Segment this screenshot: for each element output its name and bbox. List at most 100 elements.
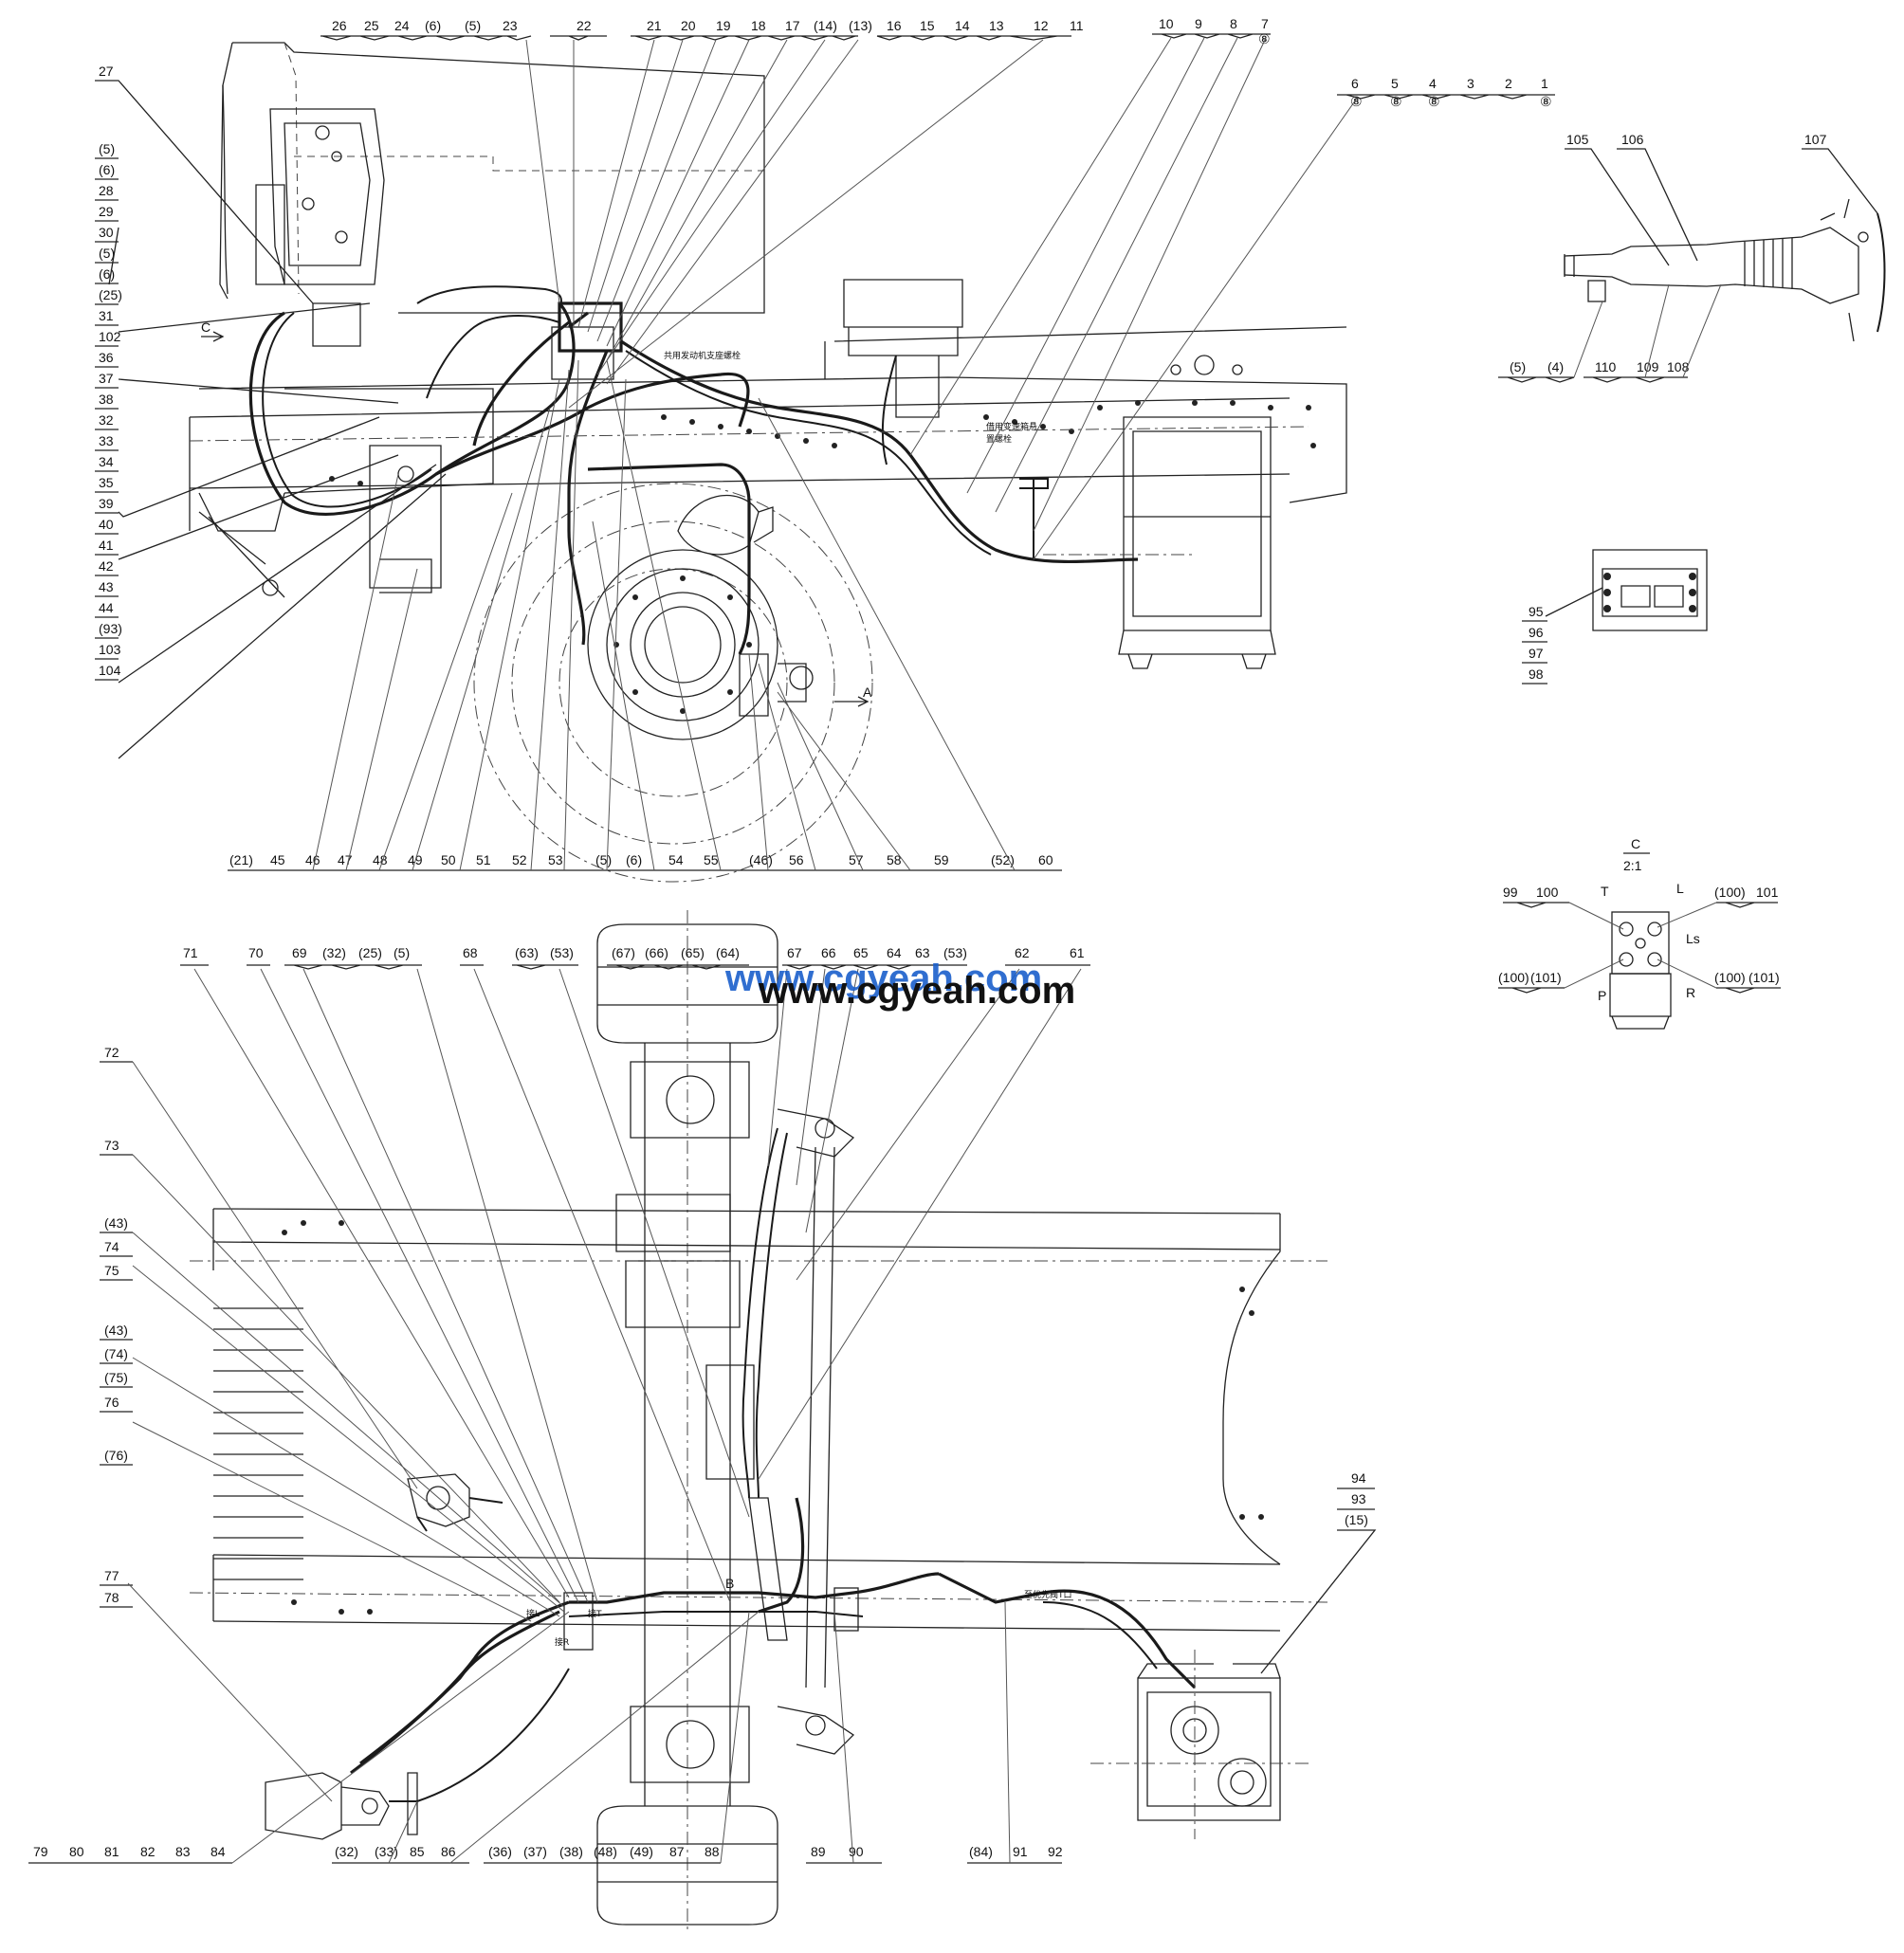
callout-mid-10: (5) — [595, 852, 612, 867]
callout-lower-bottom-6: (32) — [335, 1844, 358, 1859]
callout-2: 2 — [1505, 76, 1512, 91]
note-shared-trans-bolt-2: 置螺栓 — [986, 433, 1012, 445]
callout-lower-bottom-5: 84 — [211, 1844, 226, 1859]
port-ls-label: Ls — [1686, 931, 1700, 946]
callout-p64: (64) — [716, 945, 740, 960]
callout-p63: (63) — [515, 945, 539, 960]
callout-left-17: 35 — [99, 475, 114, 490]
callout-lower-bottom-15: 87 — [669, 1844, 685, 1859]
valve-group: 95 96 97 98 — [1522, 549, 1708, 684]
callout-mid-9: 53 — [548, 852, 563, 867]
callout-4-circ: ⑧ — [1428, 94, 1440, 109]
callout-p101-b: (101) — [1530, 970, 1562, 985]
callout-61: 61 — [1070, 945, 1085, 960]
callout-left-11: 36 — [99, 350, 114, 365]
callout-lower-left-3: 74 — [104, 1239, 119, 1254]
callout-p4-steer: (4) — [1547, 359, 1564, 374]
callout-22: 22 — [577, 18, 592, 33]
callout-18: 18 — [751, 18, 766, 33]
callout-105: 105 — [1566, 132, 1589, 147]
callout-71: 71 — [183, 945, 198, 960]
callout-100: 100 — [1536, 885, 1559, 900]
callout-101: 101 — [1756, 885, 1779, 900]
callout-p15: (15) — [1345, 1512, 1368, 1527]
callout-mid-1: 45 — [270, 852, 285, 867]
callout-p32: (32) — [322, 945, 346, 960]
callout-65: 65 — [853, 945, 869, 960]
callout-lower-bottom-16: 88 — [705, 1844, 720, 1859]
note-port-l: 接L — [526, 1608, 540, 1619]
callout-lower-bottom-21: 92 — [1048, 1844, 1063, 1859]
callout-valve-2: 97 — [1529, 646, 1544, 661]
callout-mid-15: 56 — [789, 852, 804, 867]
callout-p67: (67) — [612, 945, 635, 960]
lower-view: 至优先阀T口 接L 接T 接R B — [189, 910, 1328, 1934]
callout-lower-left-1: 73 — [104, 1138, 119, 1153]
callout-p6: (6) — [425, 18, 441, 33]
callout-21: 21 — [647, 18, 662, 33]
callout-mid-20: 60 — [1038, 852, 1053, 867]
top-callouts: 26 25 24 (6) (5) 23 22 21 20 19 18 17 (1… — [320, 16, 1555, 560]
callout-lower-bottom-14: (49) — [630, 1844, 653, 1859]
callout-valve-1: 96 — [1529, 625, 1544, 640]
callout-left-24: (93) — [99, 621, 122, 636]
callout-24: 24 — [394, 18, 410, 33]
callout-p66: (66) — [645, 945, 668, 960]
note-port-r: 接R — [555, 1636, 569, 1648]
callout-lower-left-8: 76 — [104, 1395, 119, 1410]
callout-94: 94 — [1351, 1470, 1366, 1486]
callout-108: 108 — [1667, 359, 1690, 374]
callout-lower-bottom-20: 91 — [1013, 1844, 1028, 1859]
svg-text:C: C — [201, 319, 211, 335]
callout-106: 106 — [1621, 132, 1644, 147]
port-r-label: R — [1686, 985, 1695, 1000]
callout-3: 3 — [1467, 76, 1474, 91]
callout-mid-7: 51 — [476, 852, 491, 867]
callout-mid-8: 52 — [512, 852, 527, 867]
callout-lower-bottom-1: 80 — [69, 1844, 84, 1859]
callout-107: 107 — [1804, 132, 1827, 147]
callout-valve-3: 98 — [1529, 666, 1544, 682]
callout-mid-11: (6) — [626, 852, 642, 867]
watermark-front: www.cgyeah.com — [758, 970, 1075, 1012]
callout-16: 16 — [887, 18, 902, 33]
callout-valve-0: 95 — [1529, 604, 1544, 619]
callout-19: 19 — [716, 18, 731, 33]
detail-c: C 2:1 T L Ls P R 99 100 (100) 101 (100) … — [1498, 836, 1781, 1030]
note-shared-trans-bolt-1: 借用变速箱悬 — [986, 421, 1037, 432]
callout-63: 63 — [915, 945, 930, 960]
callout-15: 15 — [920, 18, 935, 33]
callout-lower-left-9: (76) — [104, 1448, 128, 1463]
callout-12: 12 — [1034, 18, 1049, 33]
callout-lower-bottom-11: (37) — [523, 1844, 547, 1859]
detail-c-title: C — [1631, 836, 1640, 851]
callout-69: 69 — [292, 945, 307, 960]
callout-mid-6: 50 — [441, 852, 456, 867]
callout-left-13: 38 — [99, 392, 114, 407]
callout-lower-bottom-2: 81 — [104, 1844, 119, 1859]
callout-p5-steer: (5) — [1510, 359, 1526, 374]
callout-p100-c: (100) — [1714, 970, 1746, 985]
callout-67: 67 — [787, 945, 802, 960]
callout-p5-lower: (5) — [394, 945, 410, 960]
callout-left-18: 39 — [99, 496, 114, 511]
callout-left-21: 42 — [99, 558, 114, 574]
port-l-label: L — [1676, 881, 1684, 896]
callout-p100-b: (100) — [1498, 970, 1529, 985]
callout-left-9: 31 — [99, 308, 114, 323]
note-port-t: 接T — [588, 1608, 602, 1619]
callout-left-7: (6) — [99, 266, 115, 282]
note-shared-engine-bolt: 共用发动机支座螺栓 — [664, 350, 741, 361]
callout-8: 8 — [1230, 16, 1237, 31]
callout-p53-a: (53) — [550, 945, 574, 960]
callout-left-4: 29 — [99, 204, 114, 219]
callout-left-19: 40 — [99, 517, 114, 532]
callout-lower-left-7: (75) — [104, 1370, 128, 1385]
callout-mid-0: (21) — [229, 852, 253, 867]
callout-10: 10 — [1159, 16, 1174, 31]
callout-left-2: (6) — [99, 162, 115, 177]
callout-7-circ: ⑧ — [1258, 31, 1271, 46]
callout-lower-left-0: 72 — [104, 1045, 119, 1060]
